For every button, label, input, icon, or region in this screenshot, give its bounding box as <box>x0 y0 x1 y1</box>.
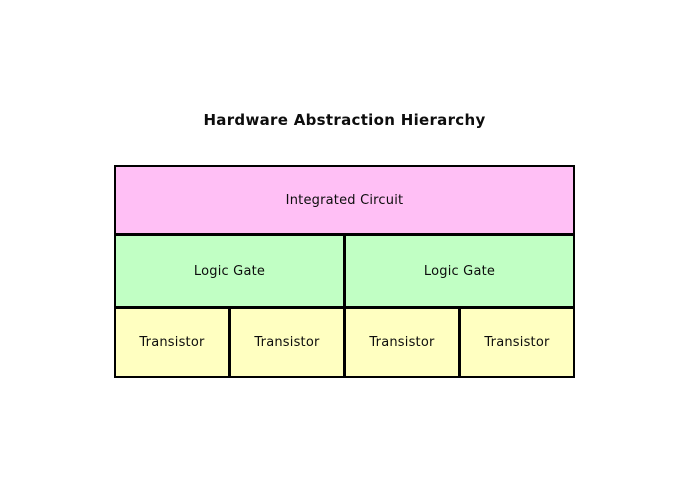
node-logic-gate-1: Logic Gate <box>116 236 343 306</box>
node-transistor-1: Transistor <box>116 309 228 376</box>
node-transistor-3: Transistor <box>346 309 458 376</box>
node-logic-gate-2: Logic Gate <box>346 236 573 306</box>
node-transistor-2: Transistor <box>231 309 343 376</box>
node-integrated-circuit: Integrated Circuit <box>116 167 573 233</box>
hierarchy-diagram: Integrated Circuit Logic Gate Logic Gate… <box>114 165 575 378</box>
node-transistor-4: Transistor <box>461 309 573 376</box>
diagram-title: Hardware Abstraction Hierarchy <box>203 111 486 129</box>
